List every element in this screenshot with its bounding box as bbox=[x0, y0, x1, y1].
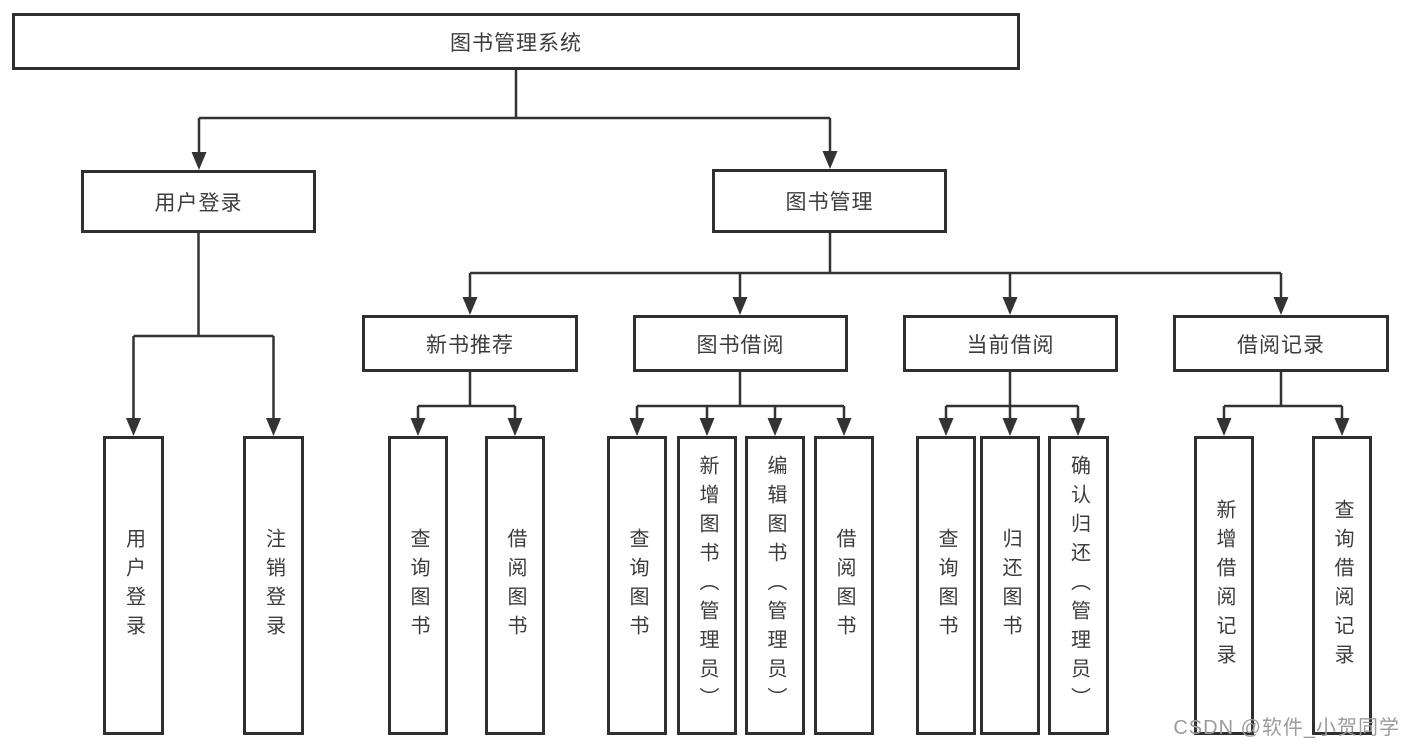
leaf-edit-books-admin: 编辑图书（管理员） bbox=[745, 436, 805, 735]
node-label: 图书管理 bbox=[785, 191, 874, 214]
node-current-borrowing: 当前借阅 bbox=[903, 315, 1118, 372]
leaf-confirm-return-admin: 确认归还（管理员） bbox=[1048, 436, 1109, 735]
node-label: 图书管理系统 bbox=[450, 31, 582, 55]
leaf-label: 编辑图书（管理员） bbox=[764, 455, 786, 716]
leaf-label: 查询图书 bbox=[935, 527, 957, 644]
leaf-label: 注销登录 bbox=[262, 527, 285, 644]
leaf-label: 查询图书 bbox=[407, 527, 429, 644]
leaf-label: 借阅图书 bbox=[833, 527, 855, 644]
connector-bookmgmt-to-level3 bbox=[462, 233, 1289, 315]
connector-currentborrow-to-leaves bbox=[938, 372, 1086, 436]
leaf-query-books-borrowing: 查询图书 bbox=[607, 436, 667, 735]
node-label: 当前借阅 bbox=[966, 333, 1055, 357]
leaf-query-books-recommend: 查询图书 bbox=[388, 436, 448, 735]
leaf-logout: 注销登录 bbox=[243, 436, 304, 735]
leaf-label: 用户登录 bbox=[122, 527, 145, 644]
node-borrowing-records: 借阅记录 bbox=[1173, 315, 1389, 372]
leaf-add-borrow-record: 新增借阅记录 bbox=[1194, 436, 1254, 735]
csdn-watermark: CSDN @软件_小贺同学 bbox=[1173, 717, 1400, 739]
leaf-label: 确认归还（管理员） bbox=[1067, 455, 1090, 716]
leaf-label: 新增图书（管理员） bbox=[696, 455, 718, 716]
leaf-add-books-admin: 新增图书（管理员） bbox=[677, 436, 737, 735]
node-label: 借阅记录 bbox=[1237, 333, 1325, 357]
leaf-label: 归还图书 bbox=[999, 527, 1021, 644]
connector-userlogin-to-leaves bbox=[126, 233, 281, 436]
node-new-book-recommend: 新书推荐 bbox=[362, 315, 578, 372]
node-label: 图书借阅 bbox=[696, 333, 785, 357]
connector-newbook-to-leaves bbox=[410, 372, 523, 436]
leaf-user-login: 用户登录 bbox=[103, 436, 164, 735]
connector-bookborrow-to-leaves bbox=[629, 372, 852, 436]
leaf-label: 借阅图书 bbox=[504, 527, 526, 644]
node-user-login: 用户登录 bbox=[81, 170, 316, 233]
node-book-borrowing: 图书借阅 bbox=[633, 315, 848, 372]
node-book-management: 图书管理 bbox=[712, 169, 947, 233]
leaf-borrow-books: 借阅图书 bbox=[814, 436, 874, 735]
leaf-query-books-current: 查询图书 bbox=[916, 436, 976, 735]
node-root-system: 图书管理系统 bbox=[12, 13, 1020, 70]
leaf-label: 查询借阅记录 bbox=[1331, 498, 1353, 673]
leaf-label: 新增借阅记录 bbox=[1213, 498, 1235, 673]
connector-borrowrecord-to-leaves bbox=[1216, 372, 1350, 436]
leaf-label: 查询图书 bbox=[626, 527, 648, 644]
leaf-borrow-books-recommend: 借阅图书 bbox=[485, 436, 545, 735]
node-label: 新书推荐 bbox=[426, 333, 514, 357]
node-label: 用户登录 bbox=[154, 191, 243, 215]
leaf-query-borrow-record: 查询借阅记录 bbox=[1312, 436, 1372, 735]
leaf-return-books: 归还图书 bbox=[980, 436, 1040, 735]
connector-root-to-level2 bbox=[191, 70, 838, 170]
